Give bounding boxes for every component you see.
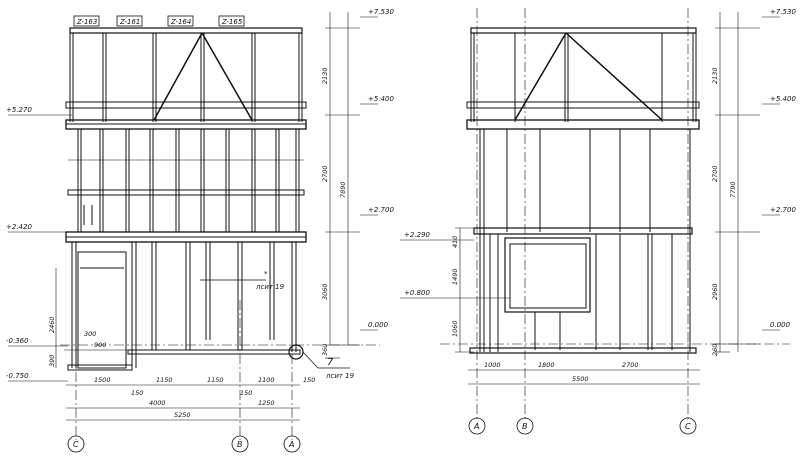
elev-r-left-1: +2.290 — [404, 231, 430, 239]
elev-r-right-2: +5.400 — [770, 95, 796, 103]
note-star: * — [264, 270, 268, 278]
elev-r-right-3: +2.700 — [770, 206, 796, 214]
r-vdim-4: 2960 — [711, 283, 719, 300]
axis-a-right: A — [473, 422, 479, 431]
axis-b-right: B — [522, 422, 528, 431]
frame-tag-3: Z-164 — [170, 18, 191, 26]
r-hdim-2: 1800 — [538, 361, 555, 369]
callout-sheet: лсит 19 — [325, 372, 355, 380]
frame-tag-1: Z-163 — [76, 18, 97, 26]
elev-r-left-2: +0.800 — [404, 289, 430, 297]
vdim-4: 3060 — [321, 283, 329, 300]
small-dim-1: 300 — [84, 330, 96, 338]
elev-left-3: -0.360 — [6, 337, 29, 345]
elev-left-2: +2.420 — [6, 223, 32, 231]
hdim-1: 1500 — [94, 376, 111, 384]
vdim-3: 7890 — [339, 181, 347, 198]
frame-tag-2: Z-161 — [119, 18, 140, 26]
right-elevation — [400, 8, 790, 435]
vdim-1: 2130 — [321, 67, 329, 84]
note-sheet: лсит 19 — [255, 283, 285, 291]
callout-number: 7 — [327, 357, 334, 368]
r-vdim-3: 7790 — [729, 181, 737, 198]
vdim-2: 2700 — [321, 165, 329, 182]
r-left-vdim-2: 1490 — [451, 268, 459, 285]
hdim-2: 1150 — [156, 376, 173, 384]
elev-r-right-4: 0.000 — [770, 321, 791, 329]
small-dim-2: 900 — [94, 341, 106, 349]
axis-c-right: C — [685, 422, 691, 431]
left-elevation — [8, 12, 380, 453]
r-left-vdim-3: 1060 — [451, 320, 459, 337]
elev-right-4: 0.000 — [368, 321, 389, 329]
r-total-dim: 5500 — [572, 375, 589, 383]
elev-r-right-1: +7.530 — [770, 8, 796, 16]
r-vdim-1: 2130 — [711, 67, 719, 84]
overall-dim-2: 1250 — [258, 399, 275, 407]
r-vdim-2: 2700 — [711, 165, 719, 182]
overall-dim-1: 4000 — [149, 399, 166, 407]
elev-right-3: +2.700 — [368, 206, 394, 214]
axis-b-left: B — [237, 440, 243, 449]
r-hdim-3: 2700 — [622, 361, 639, 369]
hdim-5: 150 — [303, 376, 315, 384]
elev-right-2: +5.400 — [368, 95, 394, 103]
elev-left-1: +5.270 — [6, 106, 32, 114]
axis-a-left: A — [288, 440, 294, 449]
total-dim-left: 5250 — [174, 411, 191, 419]
elev-left-4: -0.750 — [6, 372, 29, 380]
r-vdim-5: 260 — [711, 344, 719, 356]
left-vdim-1: 2460 — [48, 316, 56, 333]
hdim-4: 1100 — [258, 376, 275, 384]
r-hdim-1: 1000 — [484, 361, 501, 369]
hdim-3: 1150 — [207, 376, 224, 384]
r-left-vdim-1: 410 — [451, 236, 459, 248]
subdim-1: 150 — [131, 389, 143, 397]
vdim-5: 360 — [321, 344, 329, 356]
frame-tag-4: Z-165 — [221, 18, 243, 26]
left-vdim-2: 390 — [48, 355, 56, 367]
subdim-2: 150 — [240, 389, 252, 397]
elev-right-1: +7.530 — [368, 8, 394, 16]
axis-c-left: C — [73, 440, 79, 449]
